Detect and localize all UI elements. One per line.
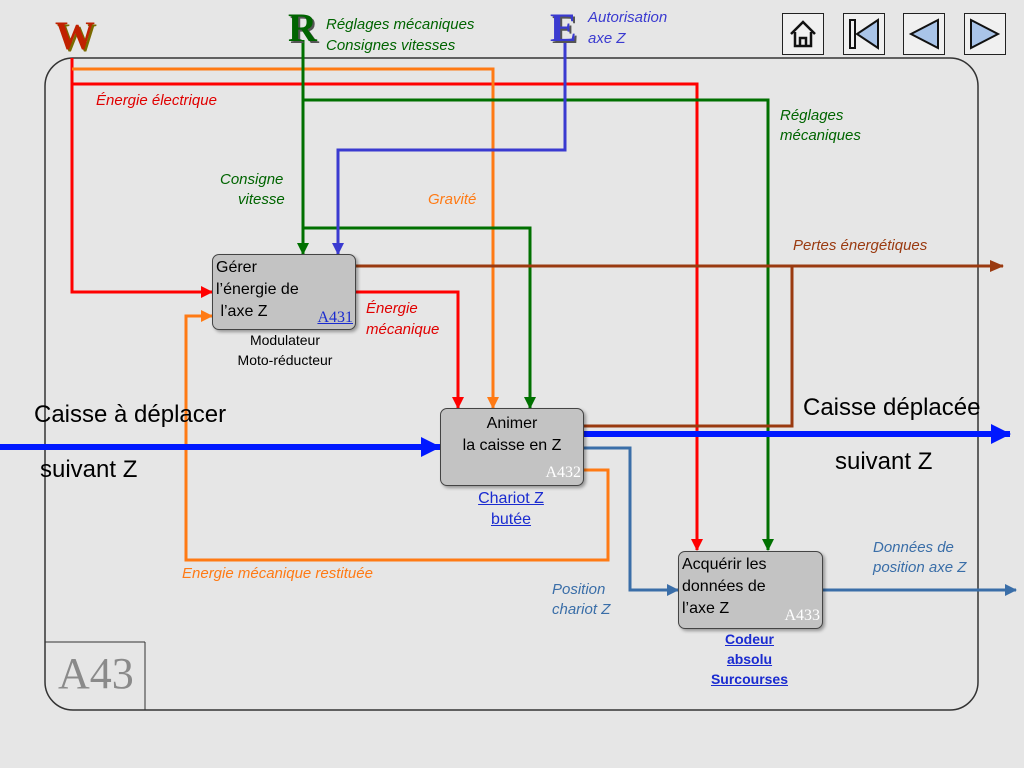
reglages-label-line2: mécaniques xyxy=(780,127,861,144)
previous-slide-button[interactable] xyxy=(903,13,945,55)
block-a433: Acquérir les données de l’axe Z A433 xyxy=(678,551,823,629)
consigne-label-line1: Consigne xyxy=(220,171,284,188)
energy-flow-lines xyxy=(70,58,703,551)
block-a432-text: Animer la caisse en Z xyxy=(462,415,562,454)
first-slide-button[interactable] xyxy=(843,13,885,55)
position-label-line1: Position xyxy=(552,581,606,598)
next-slide-button[interactable] xyxy=(964,13,1006,55)
block-a431-text: Gérer l’énergie de l’axe Z xyxy=(216,259,299,320)
block-a432-mechanism[interactable]: Chariot Z butée xyxy=(478,490,544,528)
frame-id-label: A43 xyxy=(58,649,134,698)
previous-slide-icon xyxy=(908,18,939,50)
reglages-label-line1: Réglages xyxy=(780,107,844,124)
block-a433-mechanism[interactable]: Codeur absolu Surcourses xyxy=(710,631,789,687)
consigne-label-line2: vitesse xyxy=(238,191,285,208)
block-a431-mechanism: Modulateur Moto-réducteur xyxy=(237,332,333,368)
info-flow-lines xyxy=(583,446,1017,596)
energie-electrique-label: Énergie électrique xyxy=(96,92,217,109)
authorization-flow-line xyxy=(332,40,567,255)
r-label-line2: Consignes vitesses xyxy=(326,37,456,54)
energie-mecanique-line1: Énergie xyxy=(366,300,418,317)
donnees-label-line1: Données de xyxy=(873,539,954,556)
home-icon xyxy=(790,20,816,48)
block-a431-code[interactable]: A431 xyxy=(317,309,353,326)
caisse-output-line1: Caisse déplacée xyxy=(803,394,981,421)
donnees-label-line2: position axe Z xyxy=(873,559,967,576)
e-label-line1: Autorisation xyxy=(588,9,668,26)
block-a432: Animer la caisse en Z A432 xyxy=(440,408,584,486)
w-energy-letter: W xyxy=(55,13,95,58)
energie-mecanique-line2: mécanique xyxy=(366,321,440,338)
e-authorization-letter: E xyxy=(550,5,577,50)
settings-flow-lines xyxy=(297,40,774,551)
e-label-line2: axe Z xyxy=(588,30,626,47)
block-a431: Gérer l’énergie de l’axe Z A431 xyxy=(212,254,356,330)
caisse-input-line1: Caisse à déplacer xyxy=(34,401,227,428)
r-label-line1: Réglages mécaniques xyxy=(326,16,475,33)
r-settings-letter: R xyxy=(288,5,317,50)
block-a432-code: A432 xyxy=(545,464,581,481)
gravity-flow-lines xyxy=(72,67,610,562)
pertes-label: Pertes énergétiques xyxy=(793,237,928,254)
energie-restituee-label: Energie mécanique restituée xyxy=(182,565,373,582)
losses-flow-lines xyxy=(356,260,1004,428)
diagram-frame xyxy=(44,57,979,711)
home-button[interactable] xyxy=(782,13,824,55)
block-a433-code: A433 xyxy=(784,607,820,624)
next-slide-icon xyxy=(970,18,1001,50)
caisse-output-line2: suivant Z xyxy=(835,448,933,475)
block-a433-text: Acquérir les données de l’axe Z xyxy=(682,556,767,617)
caisse-input-line2: suivant Z xyxy=(40,456,138,483)
gravite-label: Gravité xyxy=(428,191,477,208)
first-slide-icon xyxy=(849,18,879,50)
position-label-line2: chariot Z xyxy=(552,601,611,618)
